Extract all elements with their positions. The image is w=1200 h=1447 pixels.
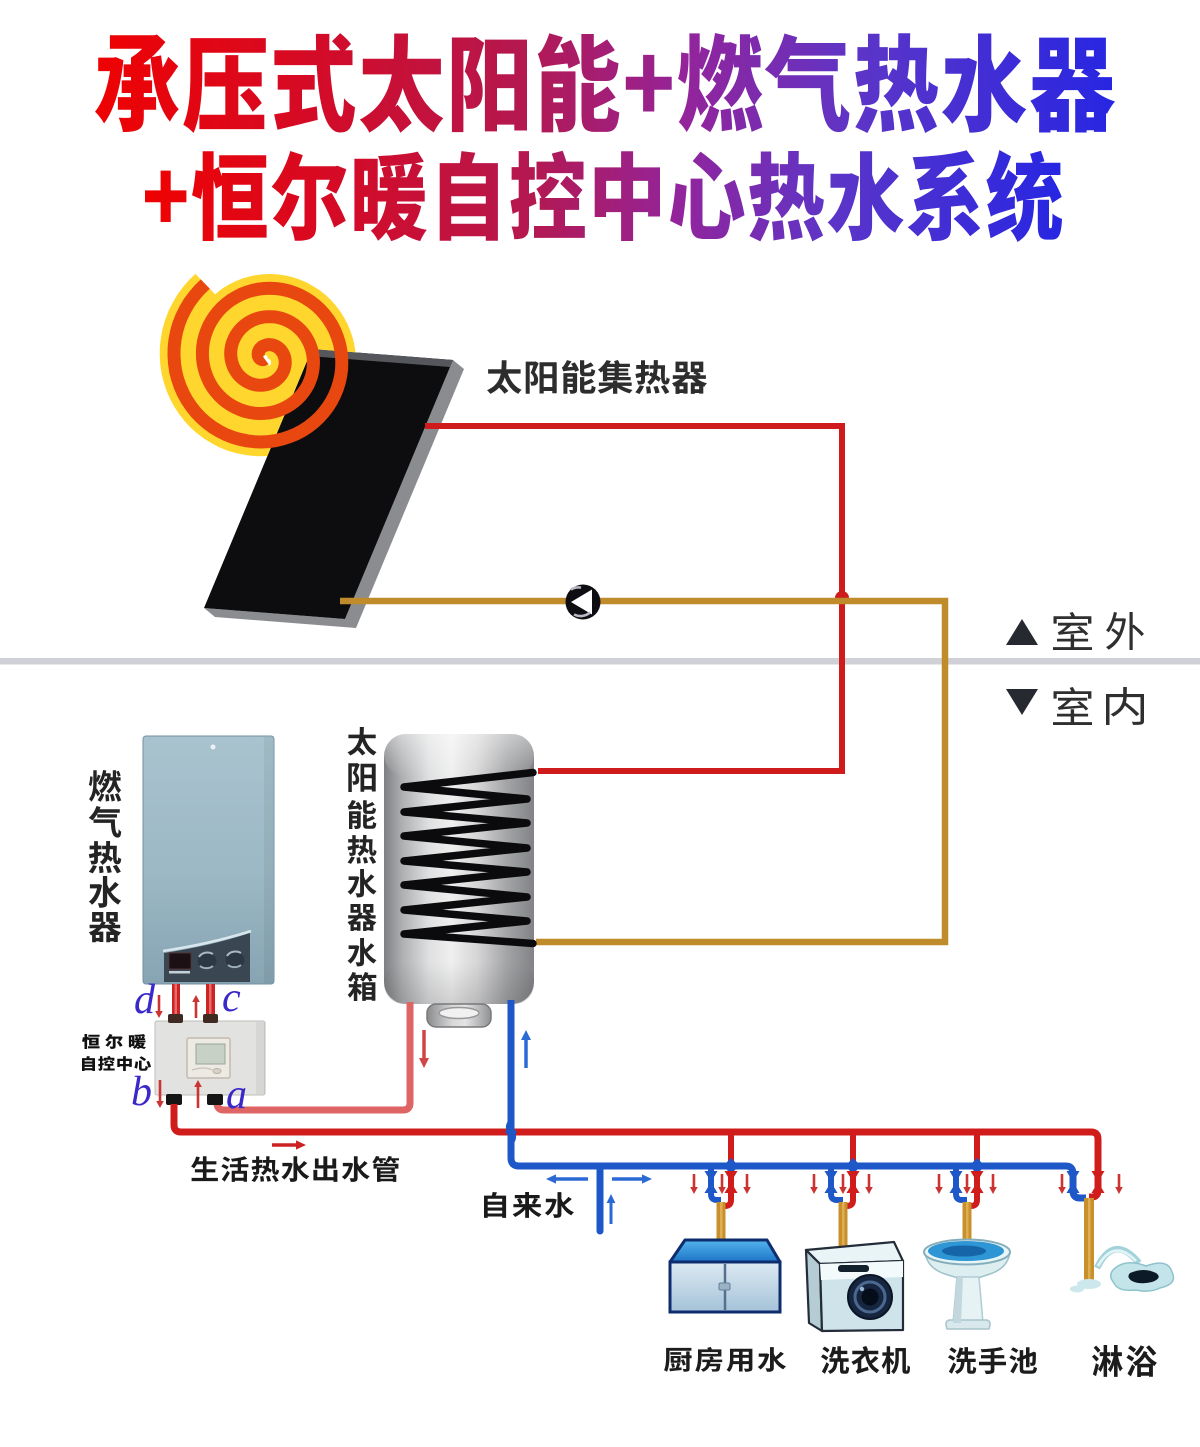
svg-text:a: a [226, 1072, 247, 1118]
svg-text:b: b [131, 1069, 152, 1115]
svg-text:c: c [222, 975, 241, 1021]
svg-text:d: d [134, 977, 156, 1023]
